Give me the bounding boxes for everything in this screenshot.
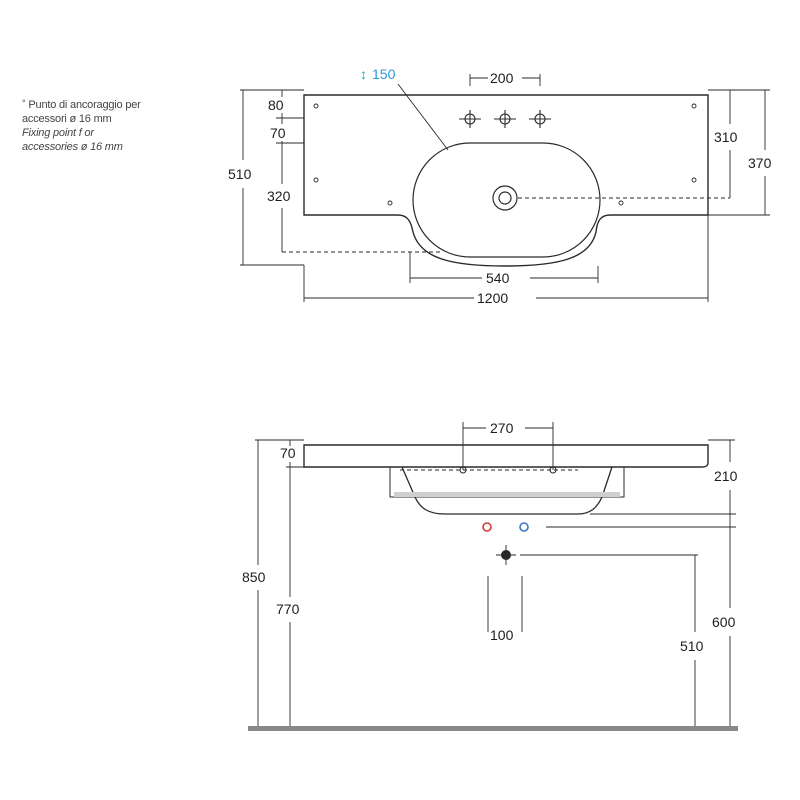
legend-line-3: Fixing point f or bbox=[22, 127, 94, 139]
legend-line-4: accessories ø 16 mm bbox=[22, 141, 123, 153]
legend-marker: ° bbox=[22, 98, 26, 108]
side-view bbox=[255, 422, 736, 726]
dim-top-tap-spacing: 200 bbox=[490, 70, 514, 86]
legend-line-2: accessori ø 16 mm bbox=[22, 113, 112, 125]
countertop-slab bbox=[303, 444, 709, 468]
drain-inner bbox=[498, 191, 512, 205]
bowl-oval bbox=[412, 142, 601, 258]
overflow-leader bbox=[397, 83, 449, 151]
overflow-arrow-icon: ↕ bbox=[360, 66, 367, 82]
cold-water-icon bbox=[519, 522, 529, 532]
dim-side-tap-spacing: 270 bbox=[490, 420, 514, 436]
fixing-points bbox=[313, 103, 697, 206]
legend-line-1: Punto di ancoraggio per bbox=[28, 99, 141, 111]
dim-top-height: 770 bbox=[276, 601, 300, 617]
drain-outlet-icon bbox=[501, 550, 511, 560]
dim-depth-gap: 70 bbox=[270, 125, 286, 141]
floor-line bbox=[248, 726, 738, 731]
dim-bowl-depth: 320 bbox=[267, 188, 291, 204]
basin-body-side bbox=[401, 466, 613, 515]
dim-total-width: 1200 bbox=[477, 290, 508, 306]
hot-water-icon bbox=[482, 522, 492, 532]
dim-supply-height: 600 bbox=[712, 614, 736, 630]
dim-basin-height: 210 bbox=[714, 468, 738, 484]
basin-outline-top bbox=[303, 94, 709, 267]
water-supply bbox=[482, 522, 529, 560]
drain-outer bbox=[492, 185, 518, 211]
side-view-labels: 270 70 210 850 770 600 510 100 bbox=[242, 420, 738, 654]
dim-bowl-width: 540 bbox=[486, 270, 510, 286]
top-view bbox=[240, 74, 770, 302]
dim-overflow: 150 bbox=[372, 66, 396, 82]
dim-right-inner: 310 bbox=[714, 129, 738, 145]
fixing-point-legend: °Punto di ancoraggio per accessori ø 16 … bbox=[22, 96, 141, 154]
dim-rim-height: 70 bbox=[280, 445, 296, 461]
dim-total-height: 850 bbox=[242, 569, 266, 585]
dim-drain-spacing: 100 bbox=[490, 627, 514, 643]
dim-depth-total: 510 bbox=[228, 166, 252, 182]
dim-drain-height: 510 bbox=[680, 638, 704, 654]
tap-holes bbox=[459, 110, 551, 128]
dim-depth-back: 80 bbox=[268, 97, 284, 113]
top-view-labels: ↕ 150 200 80 70 510 320 310 370 540 1200 bbox=[228, 66, 772, 306]
dim-right-outer: 370 bbox=[748, 155, 772, 171]
